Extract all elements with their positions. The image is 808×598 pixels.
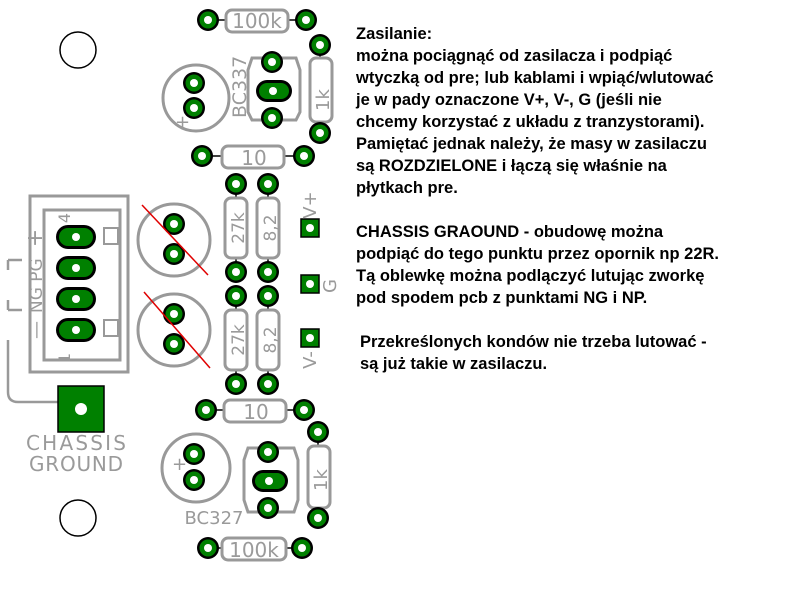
label-100k-top: 100k [232, 9, 282, 33]
assembly-notes: Zasilanie: można pociągnąć od zasilacza … [356, 23, 714, 199]
mounting-hole-top [59, 31, 97, 69]
label-vplus: V+ [300, 191, 321, 218]
resistor-1k-bottom: 1k [306, 421, 332, 529]
label-g: G [320, 279, 341, 293]
resistor-10-top: 10 [191, 144, 315, 170]
note-line: wtyczką od pre; lub kablami i wpiąć/wlut… [356, 69, 714, 87]
capacitor-crossed-upper [136, 202, 212, 278]
label-plus-bottom: + [172, 454, 187, 475]
note-line: chcemy korzystać z układu z tranzystoram… [356, 113, 705, 131]
chassis-notes: CHASSIS GRAOUND - obudowę można podpiąć … [356, 221, 719, 309]
note-line: płytkach pre. [356, 179, 458, 197]
label-conn-pg: PG [27, 258, 47, 281]
note-line: można pociągnąć od zasilacza i podpiąć [356, 47, 673, 65]
label-plus-top: + [175, 112, 190, 133]
note-line: CHASSIS GRAOUND - obudowę można [356, 223, 664, 241]
capacitor-top: + [161, 63, 231, 133]
label-1k-top: 1k [313, 88, 334, 110]
resistor-100k-bottom: 100k [197, 536, 313, 562]
note-line: Zasilanie: [356, 25, 433, 43]
label-10-top: 10 [241, 146, 266, 170]
resistor-27k-upper: 27k [223, 173, 249, 283]
resistor-82-lower: 8,2 [255, 285, 281, 395]
label-vminus: V- [300, 351, 321, 369]
resistor-1k-top: 1k [308, 34, 334, 144]
capacitor-crossed-lower [136, 291, 212, 369]
label-82-upper: 8,2 [261, 214, 281, 241]
note-line: Pamiętać jednak należy, że masy w zasila… [356, 135, 707, 153]
label-100k-bottom: 100k [229, 538, 279, 562]
note-line: podpiąć do tego punktu przez opornik np … [356, 245, 719, 263]
label-1k-bottom: 1k [311, 468, 332, 490]
label-conn-plus: + [23, 229, 48, 247]
note-line: Przekreślonych kondów nie trzeba lutować… [360, 333, 707, 351]
resistor-82-upper: 8,2 [255, 173, 281, 283]
label-bc327: BC327 [185, 508, 244, 529]
transistor-bc327: BC327 [185, 441, 300, 529]
label-chassis: CHASSIS [26, 431, 126, 455]
label-conn-ng: NG [27, 287, 47, 313]
pad-vminus: V- [300, 328, 321, 369]
label-27k-upper: 27k [229, 212, 249, 244]
note-line: je w pady oznaczone V+, V-, G (jeśli nie [356, 91, 662, 109]
capacitor-bottom: + [160, 432, 232, 504]
power-connector: 4 1 + PG NG — [6, 194, 130, 404]
label-bc337: BC337 [229, 56, 251, 118]
label-pin1: 1 [55, 353, 74, 363]
label-10-bottom: 10 [243, 400, 268, 424]
transistor-bc337: BC337 [229, 51, 302, 129]
capacitor-notes: Przekreślonych kondów nie trzeba lutować… [360, 331, 707, 375]
chassis-ground-pad: CHASSIS GROUND [26, 385, 126, 476]
label-ground: GROUND [29, 452, 123, 476]
resistor-100k-top: 100k [197, 8, 317, 34]
label-82-lower: 8,2 [261, 326, 281, 353]
note-line: Tą oblewkę można podlączyć lutując zwork… [356, 267, 705, 285]
label-conn-minus: — [26, 321, 47, 339]
mounting-hole-bottom [59, 499, 97, 537]
resistor-27k-lower: 27k [223, 285, 249, 395]
note-line: są już takie w zasilaczu. [360, 355, 548, 373]
resistor-10-bottom: 10 [195, 398, 315, 424]
note-line: są ROZDZIELONE i łączą się właśnie na [356, 157, 667, 175]
label-pin4: 4 [55, 213, 74, 223]
label-27k-lower: 27k [229, 324, 249, 356]
pad-g: G [300, 274, 341, 294]
pad-vplus: V+ [300, 191, 321, 238]
note-line: pod spodem pcb z punktami NG i NP. [356, 289, 648, 307]
